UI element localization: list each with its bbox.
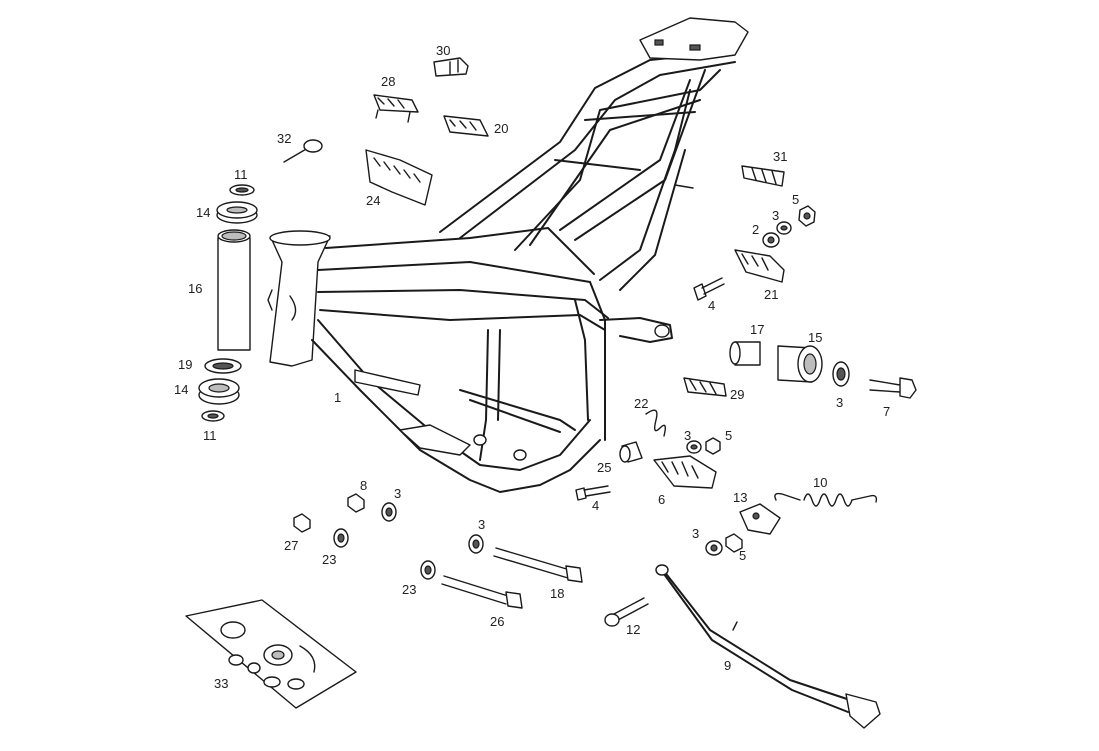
- label-17: 17: [750, 322, 764, 337]
- part-labels: 1 2 3 3 3 3 3 3 4 4 5 5 5 6 7 8 9 10 11 …: [174, 43, 890, 691]
- label-29: 29: [730, 387, 744, 402]
- label-26: 26: [490, 614, 504, 629]
- label-9: 9: [724, 658, 731, 673]
- label-3: 3: [836, 395, 843, 410]
- label-11: 11: [203, 428, 217, 443]
- label-7: 7: [883, 404, 890, 419]
- label-20: 20: [494, 121, 508, 136]
- label-11: 11: [234, 167, 248, 182]
- label-31: 31: [773, 149, 787, 164]
- label-23: 23: [402, 582, 416, 597]
- label-33: 33: [214, 676, 228, 691]
- main-frame: [267, 17, 749, 493]
- label-8: 8: [360, 478, 367, 493]
- label-2: 2: [752, 222, 759, 237]
- label-5: 5: [792, 192, 799, 207]
- label-4: 4: [592, 498, 599, 513]
- label-5: 5: [725, 428, 732, 443]
- label-15: 15: [808, 330, 822, 345]
- label-3: 3: [692, 526, 699, 541]
- label-30: 30: [436, 43, 450, 58]
- label-4: 4: [708, 298, 715, 313]
- label-27: 27: [284, 538, 298, 553]
- label-21: 21: [764, 287, 778, 302]
- footpeg-parts: [283, 57, 816, 301]
- label-10: 10: [813, 475, 827, 490]
- label-3: 3: [478, 517, 485, 532]
- right-side-parts: [575, 341, 917, 556]
- label-23: 23: [322, 552, 336, 567]
- label-13: 13: [733, 490, 747, 505]
- label-14: 14: [174, 382, 188, 397]
- label-22: 22: [634, 396, 648, 411]
- label-24: 24: [366, 193, 380, 208]
- label-1: 1: [334, 390, 341, 405]
- steering-parts: [198, 184, 258, 422]
- label-18: 18: [550, 586, 564, 601]
- label-14: 14: [196, 205, 210, 220]
- label-28: 28: [381, 74, 395, 89]
- lower-parts: [185, 493, 881, 729]
- label-16: 16: [188, 281, 202, 296]
- label-6: 6: [658, 492, 665, 507]
- label-25: 25: [597, 460, 611, 475]
- label-3: 3: [394, 486, 401, 501]
- label-3: 3: [772, 208, 779, 223]
- label-19: 19: [178, 357, 192, 372]
- label-3: 3: [684, 428, 691, 443]
- label-12: 12: [626, 622, 640, 637]
- label-5: 5: [739, 548, 746, 563]
- label-32: 32: [277, 131, 291, 146]
